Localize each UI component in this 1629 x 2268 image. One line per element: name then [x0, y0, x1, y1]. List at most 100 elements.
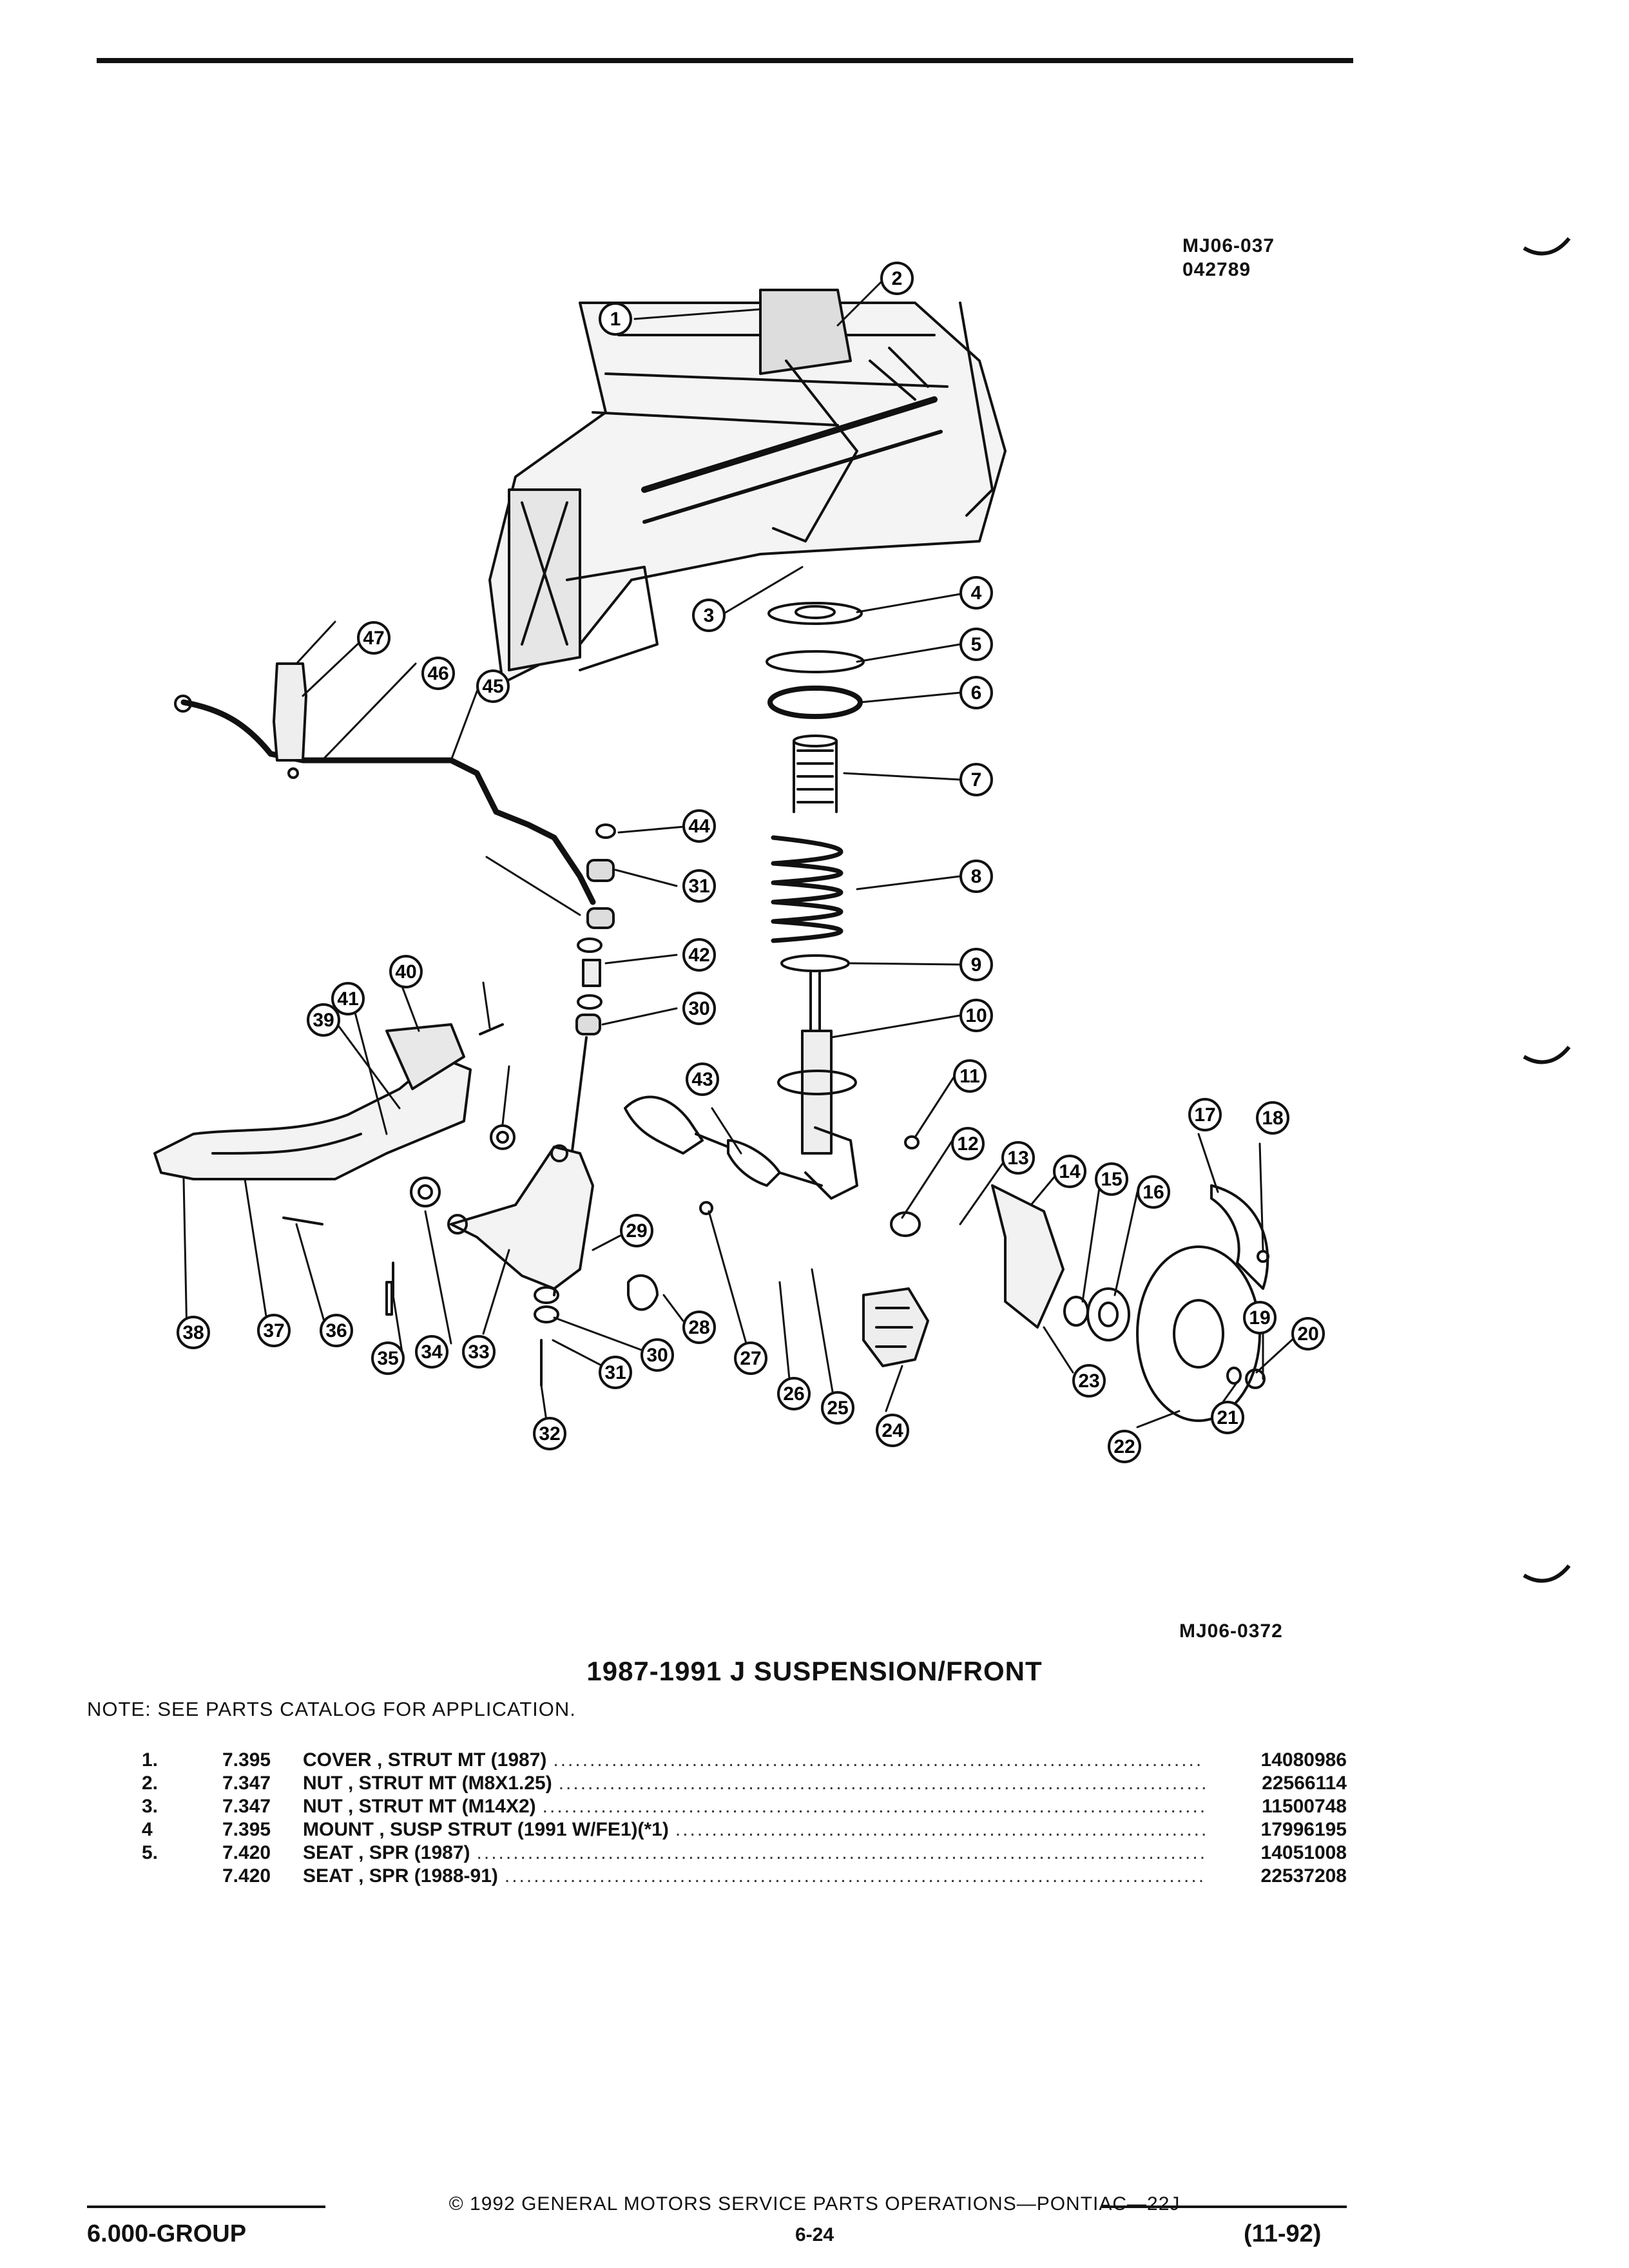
item-number: 5. [142, 1842, 159, 1863]
svg-text:40: 40 [395, 961, 416, 983]
svg-text:34: 34 [421, 1341, 443, 1363]
part-description: MOUNT , SUSP STRUT (1991 W/FE1)(*1) [303, 1819, 669, 1840]
callout-36: 36 [320, 1314, 353, 1347]
revision-date: (11-92) [1244, 2220, 1322, 2247]
crossmember-control-arm [153, 1023, 659, 1387]
callout-22: 22 [1108, 1430, 1141, 1463]
callout-15: 15 [1095, 1162, 1128, 1196]
svg-text:17: 17 [1194, 1104, 1215, 1126]
item-number: 2. [142, 1773, 159, 1794]
svg-text:30: 30 [688, 998, 709, 1019]
part-number: 22537208 [1260, 1865, 1347, 1887]
drive-axle [624, 1095, 823, 1215]
figure-date-code: 042789 [1182, 259, 1251, 280]
callout-29: 29 [620, 1214, 653, 1247]
callout-34: 34 [415, 1335, 448, 1369]
callout-30: 30 [641, 1338, 674, 1372]
callout-21: 21 [1211, 1401, 1244, 1434]
svg-text:22: 22 [1113, 1436, 1135, 1457]
application-note: NOTE: SEE PARTS CATALOG FOR APPLICATION. [87, 1698, 576, 1720]
svg-text:31: 31 [604, 1362, 626, 1383]
table-row: 4 7.395 MOUNT , SUSP STRUT (1991 W/FE1)(… [142, 1819, 1347, 1842]
svg-text:7: 7 [971, 769, 982, 791]
callout-39: 39 [307, 1003, 340, 1037]
callout-23: 23 [1072, 1364, 1106, 1398]
callout-5: 5 [959, 628, 993, 661]
figure-code: MJ06-037 [1182, 235, 1275, 256]
svg-text:1: 1 [610, 309, 621, 330]
svg-text:14: 14 [1059, 1161, 1081, 1182]
footer-rule-right [1102, 2206, 1347, 2208]
part-description: COVER , STRUT MT (1987) [303, 1749, 547, 1771]
callout-16: 16 [1137, 1175, 1170, 1209]
callout-18: 18 [1256, 1101, 1289, 1135]
part-number: 14080986 [1260, 1749, 1347, 1771]
callout-24: 24 [876, 1414, 909, 1447]
part-description: NUT , STRUT MT (M14X2) [303, 1796, 536, 1817]
item-number: 3. [142, 1796, 159, 1817]
callout-28: 28 [682, 1311, 716, 1344]
callout-25: 25 [821, 1391, 854, 1425]
table-row: 1. 7.395 COVER , STRUT MT (1987) 1408098… [142, 1749, 1347, 1773]
svg-text:29: 29 [626, 1220, 647, 1242]
callout-20: 20 [1291, 1317, 1325, 1350]
svg-text:20: 20 [1297, 1323, 1318, 1345]
binder-mark [1523, 1564, 1571, 1583]
svg-text:9: 9 [971, 954, 982, 975]
table-row: 3. 7.347 NUT , STRUT MT (M14X2) 11500748 [142, 1796, 1347, 1819]
svg-text:12: 12 [957, 1133, 978, 1155]
svg-text:10: 10 [965, 1005, 987, 1026]
callout-37: 37 [257, 1314, 291, 1347]
svg-text:36: 36 [325, 1320, 347, 1341]
part-description: SEAT , SPR (1987) [303, 1842, 470, 1863]
callout-44: 44 [682, 809, 716, 843]
svg-text:42: 42 [688, 945, 709, 966]
footer-rule-left [87, 2206, 325, 2208]
svg-text:24: 24 [882, 1420, 903, 1441]
group-code: 7.395 [222, 1749, 271, 1771]
group-label: 6.000-GROUP [87, 2220, 247, 2247]
callout-4: 4 [959, 576, 993, 610]
callout-10: 10 [959, 999, 993, 1032]
group-code: 7.420 [222, 1865, 271, 1887]
callout-26: 26 [777, 1377, 811, 1410]
callout-12: 12 [951, 1127, 985, 1160]
callout-35: 35 [371, 1341, 405, 1375]
callout-8: 8 [959, 860, 993, 893]
svg-text:26: 26 [783, 1383, 804, 1405]
svg-text:28: 28 [688, 1317, 709, 1338]
callout-13: 13 [1001, 1141, 1035, 1175]
group-code: 7.420 [222, 1842, 271, 1863]
part-description: SEAT , SPR (1988-91) [303, 1865, 498, 1887]
copyright-line: © 1992 GENERAL MOTORS SERVICE PARTS OPER… [448, 2193, 1181, 2215]
svg-text:46: 46 [427, 663, 448, 684]
callout-38: 38 [177, 1316, 210, 1349]
svg-text:11: 11 [959, 1066, 980, 1087]
binder-mark [1523, 1046, 1571, 1064]
svg-text:5: 5 [971, 634, 982, 655]
part-number: 14051008 [1260, 1842, 1347, 1863]
callout-3: 3 [692, 599, 726, 632]
table-row: 2. 7.347 NUT , STRUT MT (M8X1.25) 225661… [142, 1773, 1347, 1796]
parts-list: 1. 7.395 COVER , STRUT MT (1987) 1408098… [142, 1749, 1347, 1888]
item-number: 1. [142, 1749, 159, 1771]
callout-33: 33 [462, 1335, 496, 1369]
callout-17: 17 [1188, 1098, 1222, 1131]
callout-46: 46 [421, 657, 455, 690]
part-description: NUT , STRUT MT (M8X1.25) [303, 1773, 552, 1794]
leader-lines [182, 280, 1296, 1428]
knuckle-hub-rotor [862, 1184, 1269, 1422]
top-rule [97, 58, 1353, 63]
callout-45: 45 [476, 669, 510, 703]
svg-text:13: 13 [1007, 1148, 1028, 1169]
svg-text:19: 19 [1249, 1307, 1270, 1329]
svg-text:37: 37 [263, 1320, 284, 1341]
svg-text:43: 43 [691, 1069, 713, 1090]
callout-9: 9 [959, 948, 993, 981]
part-number: 11500748 [1262, 1796, 1347, 1817]
callout-14: 14 [1053, 1155, 1086, 1188]
callout-7: 7 [959, 763, 993, 796]
svg-text:4: 4 [971, 582, 982, 604]
svg-text:27: 27 [740, 1348, 761, 1369]
